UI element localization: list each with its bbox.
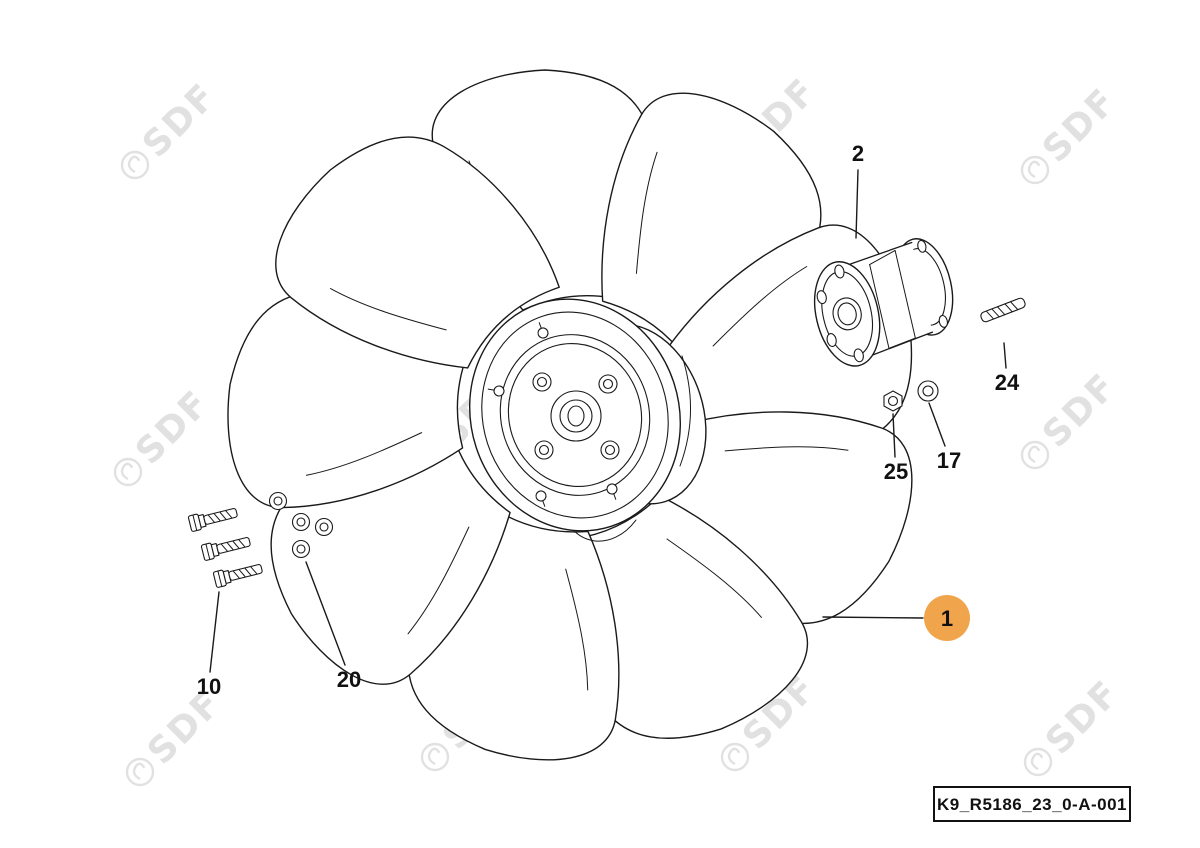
watermark bbox=[115, 681, 232, 798]
callout-label-17[interactable]: 17 bbox=[937, 448, 961, 473]
drawing-code: K9_R5186_23_0-A-001 bbox=[937, 795, 1127, 814]
nut-part-25 bbox=[883, 390, 903, 412]
callout-label-2[interactable]: 2 bbox=[852, 141, 864, 166]
washer bbox=[314, 517, 334, 537]
watermark bbox=[103, 381, 220, 498]
hub-centre-bore bbox=[550, 390, 602, 442]
callout-10[interactable]: 10 bbox=[197, 591, 221, 699]
watermark bbox=[110, 74, 227, 191]
hub-bolt-hole bbox=[600, 440, 620, 460]
callout-24[interactable]: 24 bbox=[995, 342, 1020, 395]
callout-label-20[interactable]: 20 bbox=[337, 667, 361, 692]
drive-flange bbox=[813, 238, 954, 367]
hex-bolt bbox=[212, 560, 265, 589]
fan-hub bbox=[468, 298, 682, 532]
callout-1-highlighted[interactable]: 1 bbox=[822, 595, 970, 641]
fan-assembly bbox=[209, 58, 946, 789]
hex-bolt bbox=[187, 504, 240, 533]
callout-label-1[interactable]: 1 bbox=[941, 606, 953, 631]
hub-bolt-hole bbox=[532, 372, 552, 392]
bolt-set-part-10 bbox=[187, 504, 265, 589]
washer-part-17 bbox=[917, 380, 939, 402]
watermark bbox=[1010, 364, 1127, 481]
hub-bolt-hole bbox=[598, 374, 618, 394]
hex-bolt bbox=[200, 533, 253, 562]
callout-label-10[interactable]: 10 bbox=[197, 674, 221, 699]
watermark bbox=[1010, 79, 1127, 196]
washer bbox=[291, 539, 311, 559]
washer bbox=[268, 491, 288, 511]
stud-part-24 bbox=[979, 296, 1027, 324]
callout-1-highlight-circle[interactable] bbox=[924, 595, 970, 641]
drawing-code-box: K9_R5186_23_0-A-001 bbox=[933, 786, 1131, 822]
callout-label-25[interactable]: 25 bbox=[884, 459, 908, 484]
watermark bbox=[1013, 671, 1130, 788]
callout-20[interactable]: 20 bbox=[305, 561, 361, 692]
hub-bolt-hole bbox=[534, 440, 554, 460]
callout-25[interactable]: 25 bbox=[884, 413, 908, 484]
washer bbox=[291, 512, 311, 532]
callout-label-24[interactable]: 24 bbox=[995, 370, 1020, 395]
callout-2[interactable]: 2 bbox=[852, 141, 864, 239]
callout-17[interactable]: 17 bbox=[928, 402, 961, 473]
